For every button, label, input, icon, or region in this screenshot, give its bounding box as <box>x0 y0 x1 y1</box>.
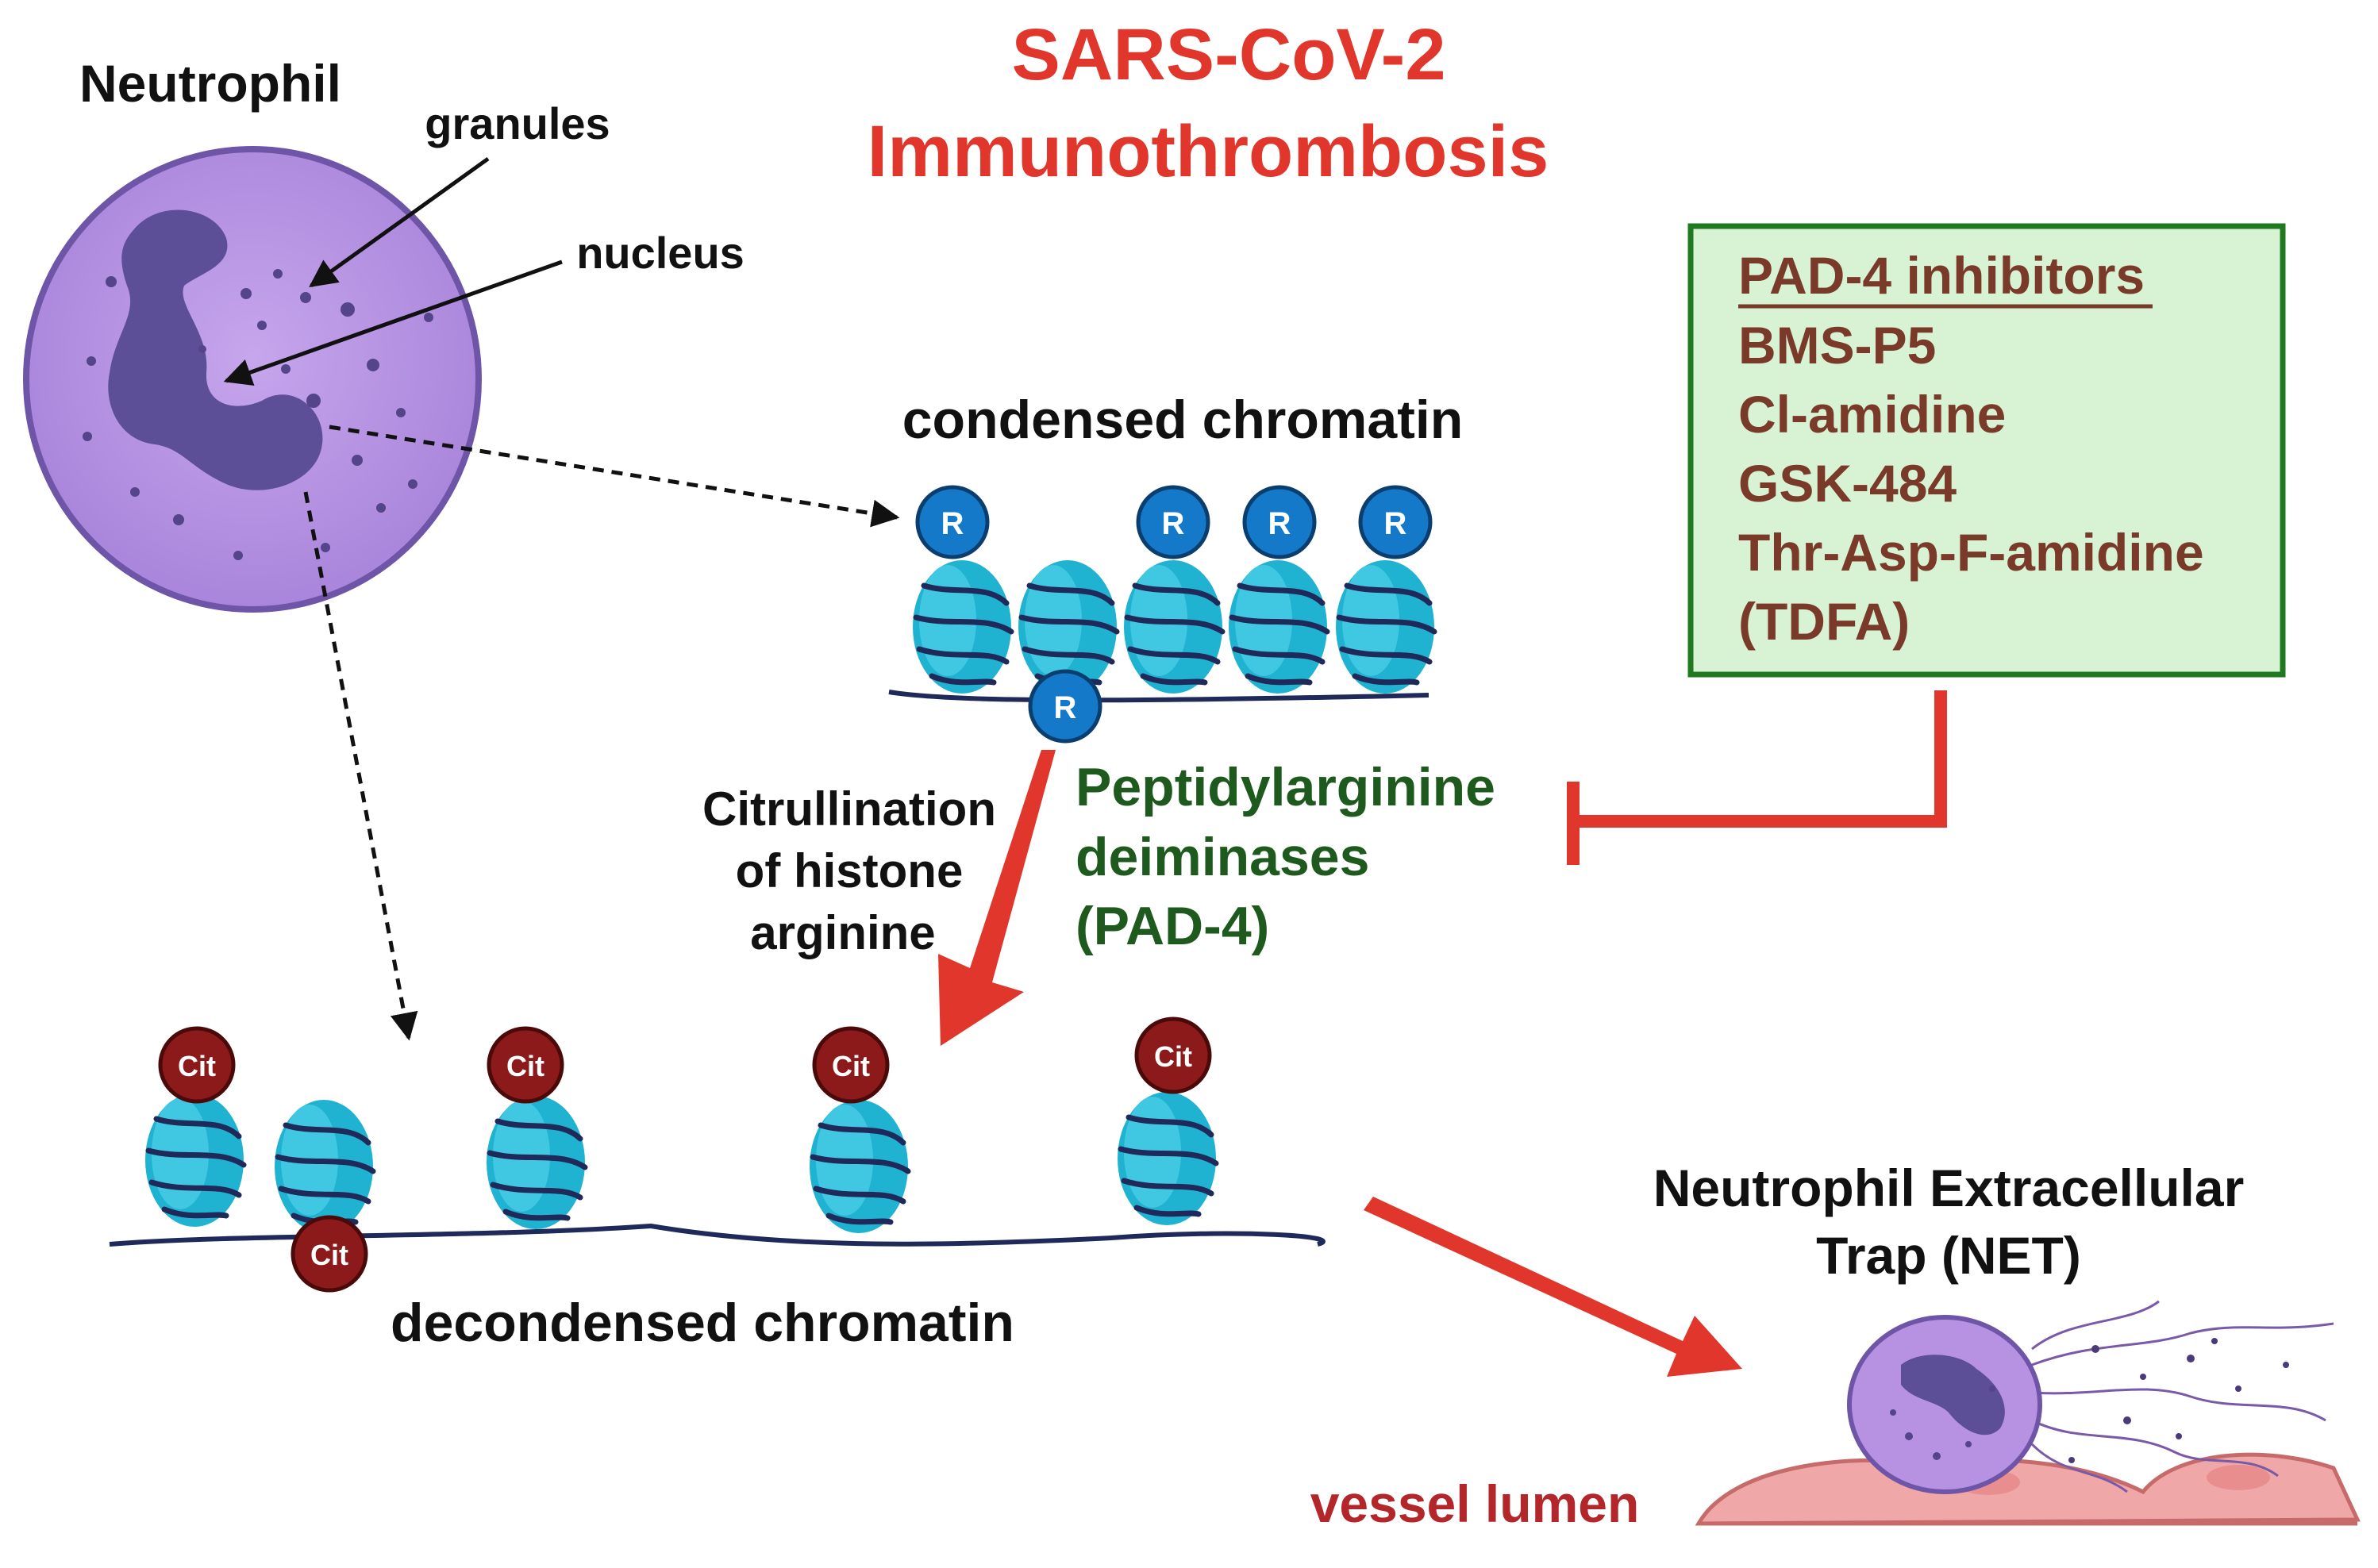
citrulline-bead: Cit <box>1134 1017 1212 1094</box>
decondensed-label: decondensed chromatin <box>391 1293 1014 1353</box>
pad-line1: Peptidylarginine <box>1075 757 1495 817</box>
arginine-bead: R <box>1242 485 1317 559</box>
net-label-line2: Trap (NET) <box>1816 1226 2081 1285</box>
svg-text:R: R <box>1054 690 1077 725</box>
citrulline-bead: Cit <box>812 1026 890 1104</box>
decondensed-nucleosome <box>1118 1092 1216 1225</box>
citrullination-line3: arginine <box>750 906 935 959</box>
arginine-bead: R <box>915 485 990 559</box>
granules-pointer <box>309 156 490 288</box>
svg-text:R: R <box>1268 506 1291 541</box>
nucleus-pointer <box>223 259 563 386</box>
vessel-endothelium <box>1695 1452 2361 1526</box>
citrullination-line2: of histone <box>736 844 964 897</box>
net-fibers <box>2030 1300 2334 1493</box>
pad-line2: deiminases <box>1075 827 1369 887</box>
neutrophil-label: Neutrophil <box>79 54 341 113</box>
dashed-arrow-to-condensed <box>329 425 900 528</box>
arginine-bead: R <box>1028 669 1102 744</box>
net-arrow <box>1364 1197 1742 1377</box>
svg-text:Cit: Cit <box>1154 1040 1192 1073</box>
net-label-line1: Neutrophil Extracellular <box>1653 1159 2245 1217</box>
citrulline-bead: Cit <box>487 1026 564 1104</box>
title-line1: SARS-CoV-2 <box>1012 14 1446 95</box>
granules-label: granules <box>425 98 610 148</box>
condensed-chromatin: R R R R R <box>888 485 1434 744</box>
nucleus-label: nucleus <box>576 228 745 278</box>
decondensed-nucleosome <box>145 1093 244 1227</box>
svg-text:Cit: Cit <box>832 1050 870 1082</box>
condensed-nucleosome <box>1229 560 1327 694</box>
arginine-bead: R <box>1136 485 1210 559</box>
decondensed-dna-strand <box>109 1223 1326 1247</box>
pad-line3: (PAD-4) <box>1075 896 1269 956</box>
decondensed-nucleosome <box>275 1100 373 1233</box>
inhibitor-item: BMS-P5 <box>1738 316 1936 375</box>
citrullination-arrow <box>938 750 1056 1046</box>
condensed-nucleosome <box>913 560 1011 694</box>
inhibitor-item: (TDFA) <box>1738 592 1910 651</box>
svg-text:R: R <box>941 506 964 541</box>
inhibitors-heading: PAD-4 inhibitors <box>1738 246 2145 305</box>
granules <box>83 269 433 560</box>
decondensed-chromatin: Cit Cit Cit Cit Cit <box>109 1017 1326 1293</box>
neutrophil-nucleus <box>108 209 323 490</box>
dashed-arrow-to-decondensed <box>303 491 418 1041</box>
condensed-label: condensed chromatin <box>902 390 1464 450</box>
svg-text:R: R <box>1384 506 1407 541</box>
svg-text:Cit: Cit <box>310 1239 348 1271</box>
citrulline-bead: Cit <box>291 1215 368 1293</box>
svg-text:Cit: Cit <box>178 1050 216 1082</box>
condensed-nucleosome <box>1336 560 1434 694</box>
title-line2: Immunothrombosis <box>868 111 1549 192</box>
net-dots <box>2068 1338 2289 1463</box>
inhibitors-box: PAD-4 inhibitors BMS-P5 Cl-amidine GSK-4… <box>1687 223 2286 678</box>
svg-text:Cit: Cit <box>506 1050 544 1082</box>
inhibitor-item: Cl-amidine <box>1738 385 2006 444</box>
citrullination-line1: Citrullination <box>702 782 996 836</box>
inhibitor-item: GSK-484 <box>1738 454 1957 513</box>
svg-text:R: R <box>1162 506 1185 541</box>
inhibitor-item: Thr-Asp-F-amidine <box>1738 523 2204 582</box>
decondensed-nucleosome <box>487 1096 585 1229</box>
decondensed-nucleosome <box>810 1100 908 1233</box>
neutrophil-cell <box>23 146 482 613</box>
condensed-dna-strand <box>888 690 1429 703</box>
net-cell <box>1847 1300 2334 1494</box>
arginine-bead: R <box>1358 485 1433 559</box>
condensed-nucleosome <box>1124 560 1222 694</box>
vessel-lumen-label: vessel lumen <box>1310 1474 1640 1533</box>
inhibition-connector <box>1573 690 1947 828</box>
citrulline-bead: Cit <box>158 1026 236 1104</box>
